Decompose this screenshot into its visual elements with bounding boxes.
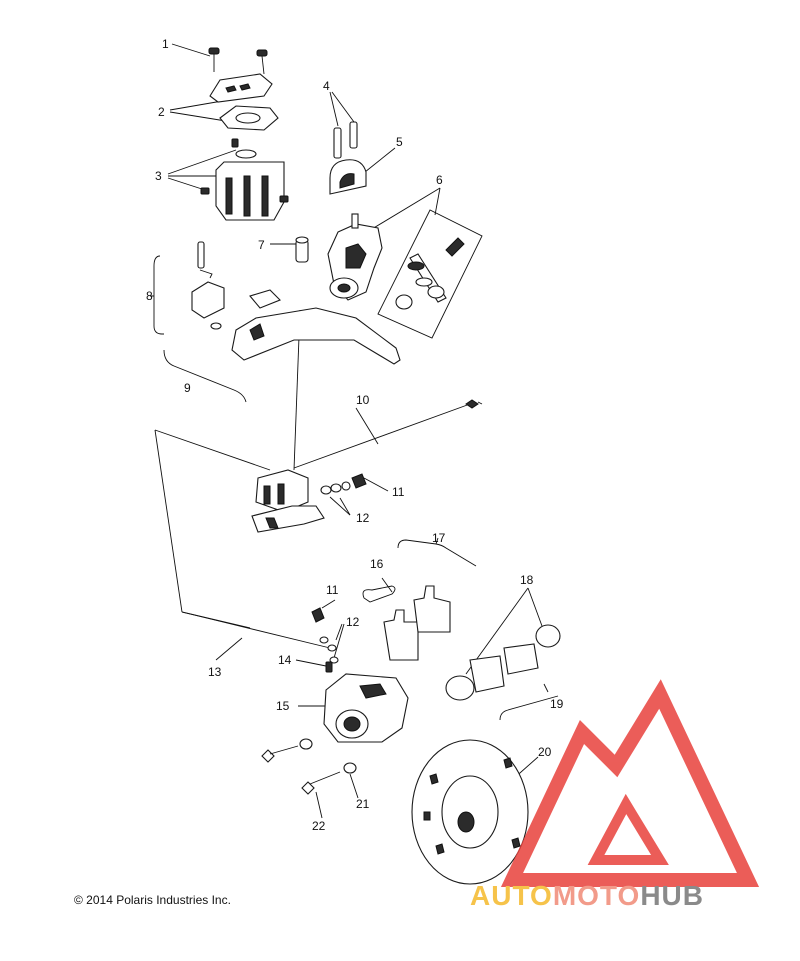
callout-17: 17 xyxy=(432,531,446,545)
callout-5: 5 xyxy=(396,135,403,149)
lever-housing xyxy=(327,213,383,301)
pivot-pin xyxy=(295,236,309,263)
handlebar-clamp xyxy=(329,159,367,195)
pad-spring xyxy=(362,585,396,603)
leader-lines xyxy=(150,43,559,819)
callout-4: 4 xyxy=(323,79,330,93)
callout-labels: 1 2 3 4 5 6 7 8 9 10 11 12 11 12 13 14 1… xyxy=(146,37,564,833)
callout-16: 16 xyxy=(370,557,384,571)
callout-18: 18 xyxy=(520,573,534,587)
brake-lever xyxy=(231,289,401,365)
callout-1: 1 xyxy=(162,37,169,51)
lower-banjo-bolt xyxy=(311,607,339,664)
callout-9: 9 xyxy=(184,381,191,395)
callout-7: 7 xyxy=(258,238,265,252)
reservoir-cover xyxy=(209,73,273,103)
watermark-auto: AUTO xyxy=(470,880,553,911)
clamp-bolts xyxy=(333,121,358,159)
callout-11-lower: 11 xyxy=(326,583,339,597)
callout-6: 6 xyxy=(436,173,443,187)
callout-22: 22 xyxy=(312,819,326,833)
callout-10: 10 xyxy=(356,393,370,407)
brake-switch-harness xyxy=(293,399,483,469)
reservoir-diaphragm xyxy=(219,105,279,131)
callout-20: 20 xyxy=(538,745,552,759)
callout-21: 21 xyxy=(356,797,370,811)
brake-line xyxy=(181,611,337,652)
brake-pads xyxy=(383,585,451,661)
watermark-wordmark: AUTOMOTOHUB xyxy=(470,880,704,911)
callout-12-upper: 12 xyxy=(356,511,370,525)
copyright-text: © 2014 Polaris Industries Inc. xyxy=(74,893,231,907)
bleeder-screw xyxy=(325,661,333,673)
assembled-master-cylinder xyxy=(251,469,325,533)
caliper-pistons xyxy=(445,624,561,701)
caliper-mount-bolts xyxy=(261,738,357,795)
piston-kit-box xyxy=(377,209,483,339)
master-cylinder-body xyxy=(200,138,289,221)
callout-2: 2 xyxy=(158,105,165,119)
screw-top-right xyxy=(256,49,268,75)
watermark-hub: HUB xyxy=(640,880,704,911)
callout-19: 19 xyxy=(550,697,564,711)
watermark-moto: MOTO xyxy=(553,880,640,911)
callout-14: 14 xyxy=(278,653,292,667)
screw-top-left xyxy=(208,47,220,72)
brake-rotor xyxy=(411,739,529,885)
callout-12-lower: 12 xyxy=(346,615,360,629)
callout-15: 15 xyxy=(276,699,290,713)
callout-3: 3 xyxy=(155,169,162,183)
lever-pin-spring xyxy=(191,241,225,330)
brake-caliper xyxy=(323,673,409,743)
svg-text:AUTOMOTOHUB: AUTOMOTOHUB xyxy=(470,880,704,911)
upper-banjo-bolt xyxy=(320,473,367,495)
callout-11-upper: 11 xyxy=(392,485,405,499)
callout-13: 13 xyxy=(208,665,222,679)
callout-8: 8 xyxy=(146,289,153,303)
automotohub-logo-icon xyxy=(500,679,760,887)
